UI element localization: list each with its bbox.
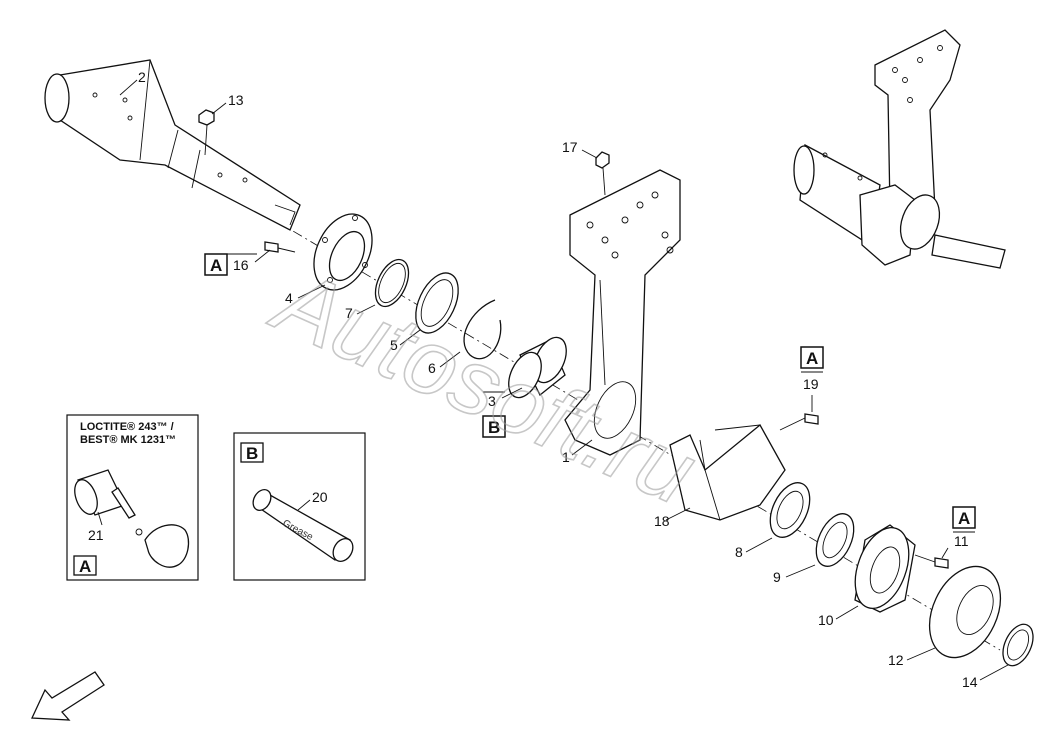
part-8-washer [769, 482, 811, 538]
part-17-grease-nipple [595, 151, 610, 196]
callout-17: 17 [562, 139, 578, 155]
svg-text:B: B [488, 418, 500, 437]
ref-box-b-3: B [482, 391, 506, 438]
part-4-flange-housing [313, 213, 373, 291]
hand-icon [144, 524, 190, 568]
inset-a-label: A [79, 557, 91, 576]
callout-9: 9 [773, 569, 781, 585]
part-2-shaft [44, 59, 301, 231]
part-12-cap [928, 565, 1002, 659]
part-13-grease-nipple [198, 109, 215, 156]
svg-text:A: A [210, 256, 222, 275]
direction-arrow-icon [31, 671, 105, 721]
part-16-bolt [264, 241, 296, 253]
inset-a-line1: LOCTITE® 243™ / [80, 421, 174, 433]
callout-21: 21 [88, 527, 104, 543]
callout-2: 2 [138, 69, 146, 85]
inset-a-line2: BEST® MK 1231™ [80, 434, 176, 446]
callout-16: 16 [233, 257, 249, 273]
callout-20: 20 [312, 489, 328, 505]
inset-b-label: B [246, 444, 258, 463]
part-1-main-arm [564, 169, 681, 456]
part-6-snap-ring [463, 299, 502, 360]
inset-b-grease: B Grease 20 [233, 432, 366, 581]
assembled-view [793, 29, 1006, 269]
callout-7: 7 [345, 305, 353, 321]
callout-11: 11 [954, 533, 969, 549]
callout-10: 10 [818, 612, 834, 628]
part-9-notched-ring [815, 513, 855, 567]
callout-12: 12 [888, 652, 904, 668]
part-3-bushing [508, 336, 567, 399]
leader-lines [119, 79, 1009, 681]
callout-14: 14 [962, 674, 978, 690]
part-18-half-shell [669, 424, 786, 521]
ref-box-a-11: A [952, 506, 976, 533]
part-5-seal [415, 272, 459, 334]
ref-box-a-16: A [204, 253, 257, 276]
part-7-ring [374, 258, 410, 308]
part-11-bolt [914, 554, 949, 569]
part-19-bolt [779, 413, 819, 431]
inset-a-loctite: LOCTITE® 243™ / BEST® MK 1231™ 21 A [66, 414, 199, 581]
callout-1: 1 [562, 449, 570, 465]
callout-19: 19 [803, 376, 819, 392]
ref-box-a-19: A [800, 346, 824, 373]
callout-8: 8 [735, 544, 743, 560]
callout-3: 3 [488, 393, 496, 409]
callout-4: 4 [285, 290, 293, 306]
callout-5: 5 [390, 337, 398, 353]
svg-text:A: A [958, 509, 970, 528]
callout-18: 18 [654, 513, 670, 529]
callout-6: 6 [428, 360, 436, 376]
callout-13: 13 [228, 92, 244, 108]
part-14-retaining-ring [1002, 623, 1034, 667]
svg-text:A: A [806, 349, 818, 368]
part-10-flange [854, 524, 916, 613]
